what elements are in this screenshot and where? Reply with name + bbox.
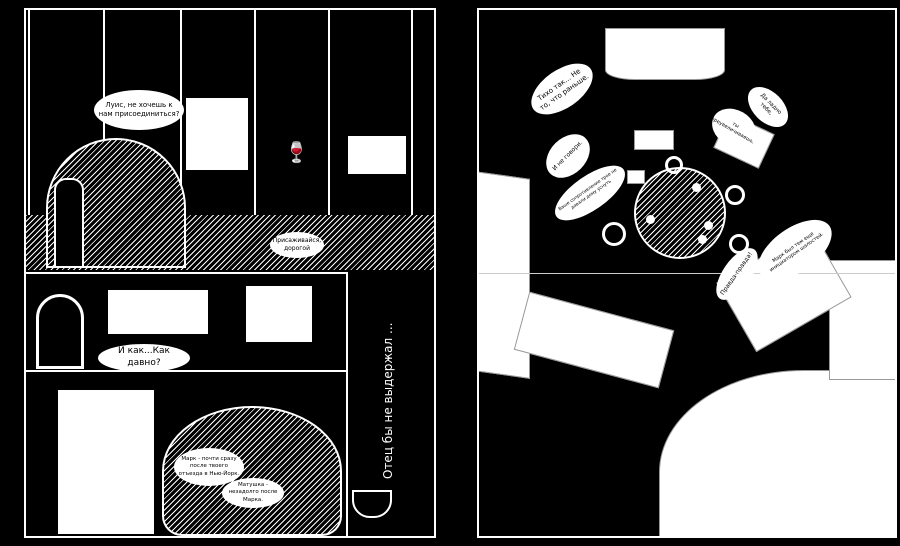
- butler-figure: [54, 178, 84, 268]
- speech-bubble-sit: Присаживайся, дорогой: [270, 232, 324, 258]
- hand-inset: [184, 96, 250, 172]
- panel-caption: Отец бы не выдержал ...: [346, 272, 434, 536]
- inner-segment: [634, 130, 674, 150]
- speech-bubble-mark: Марк - почти сразу после твоего отъезда …: [174, 448, 244, 486]
- bar: [252, 10, 258, 215]
- chair-inset: [56, 388, 156, 536]
- caption-father: Отец бы не выдержал ...: [381, 322, 395, 479]
- arch-window: [36, 294, 84, 369]
- panel-table: Марк - почти сразу после твоего отъезда …: [26, 376, 346, 536]
- panel-window-bars: 🍷 Луис, не хочешь к нам присоединиться?: [26, 10, 434, 278]
- plate: [704, 221, 713, 230]
- plate: [692, 183, 701, 192]
- speech-bubble-mother: Матушка - незадолго после Марка.: [222, 478, 284, 508]
- teacup-icon: [352, 490, 392, 518]
- legs-inset: [244, 284, 314, 344]
- panel-arches: И как...Как давно?: [26, 272, 346, 372]
- goblet-icon: 🍷: [284, 140, 309, 164]
- plate: [698, 235, 707, 244]
- floor-line: [479, 273, 895, 274]
- inner-segment: [627, 170, 645, 184]
- faces-inset: [106, 288, 210, 336]
- bar: [26, 10, 32, 215]
- speech-bubble-how-long: И как...Как давно?: [98, 344, 190, 372]
- bar: [326, 10, 332, 215]
- round-table-top-view: [634, 167, 726, 259]
- plate: [646, 215, 655, 224]
- bar: [409, 10, 415, 215]
- chair-ring: [725, 185, 745, 205]
- left-comic-page: 🍷 Луис, не хочешь к нам присоединиться? …: [24, 8, 436, 538]
- top-arc-segment: [605, 28, 725, 80]
- mid-arc-left: [513, 291, 675, 389]
- speech-bubble-quiet: Тихо так... Не то, что раньше.: [522, 53, 602, 125]
- foot-inset: [346, 134, 408, 176]
- outer-arc-bottom: [659, 370, 895, 536]
- right-comic-page: Тихо так... Не то, что раньше. ты преуве…: [477, 8, 897, 538]
- speech-bubble-invite: Луис, не хочешь к нам присоединиться?: [94, 90, 184, 130]
- chair-ring: [602, 222, 626, 246]
- chair-ring: [665, 156, 683, 174]
